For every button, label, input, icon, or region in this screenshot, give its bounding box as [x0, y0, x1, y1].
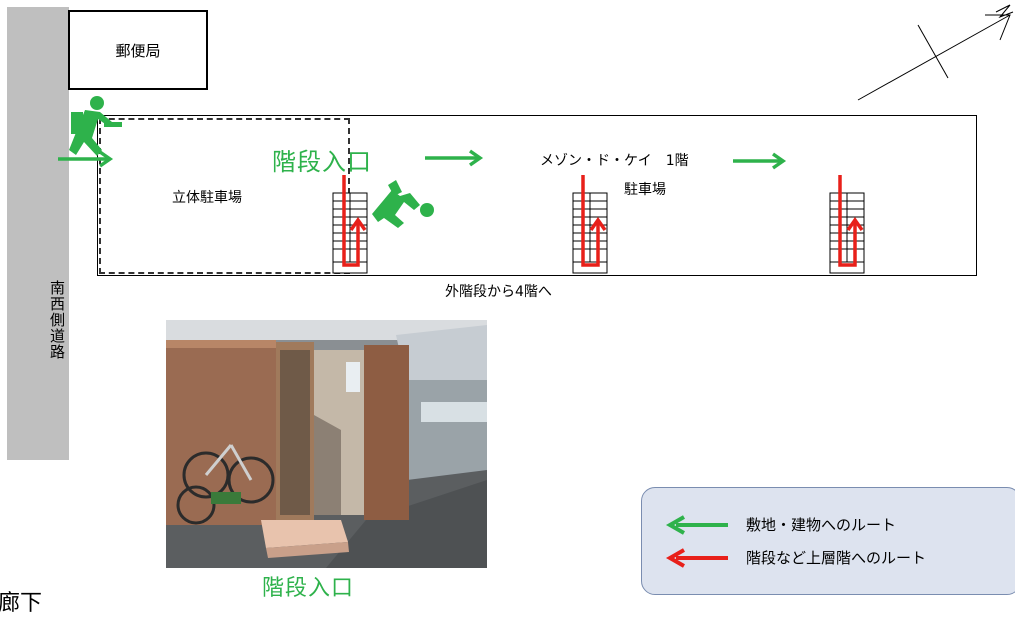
- garage-label: 立体駐車場: [172, 190, 242, 206]
- corridor-fragment: 廊下: [0, 591, 43, 616]
- legend-route-upper: 階段など上層階へのルート: [746, 549, 927, 567]
- green-arrow-icon: [665, 514, 728, 535]
- stairs-entrance-photo: [166, 320, 487, 568]
- road-label: 南西側道路: [48, 280, 66, 360]
- building-name: メゾン・ド・ケイ 1階: [540, 153, 689, 169]
- post-office-box: 郵便局: [68, 10, 208, 90]
- north-arrow-icon: [857, 4, 1014, 101]
- parking-label: 駐車場: [624, 182, 666, 198]
- outer-stairs-label: 外階段から4階へ: [445, 284, 552, 300]
- photo-caption: 階段入口: [262, 576, 355, 601]
- legend-route-site: 敷地・建物へのルート: [746, 516, 897, 534]
- stairs-entrance-title: 階段入口: [272, 148, 372, 176]
- building-outline: [97, 115, 977, 276]
- legend-row-red: 階段など上層階へのルート: [662, 547, 926, 568]
- southwest-road: [7, 7, 69, 460]
- post-office-label: 郵便局: [115, 41, 161, 60]
- legend-row-green: 敷地・建物へのルート: [662, 514, 896, 535]
- red-arrow-icon: [665, 547, 728, 568]
- legend: 敷地・建物へのルート 階段など上層階へのルート: [641, 487, 1015, 595]
